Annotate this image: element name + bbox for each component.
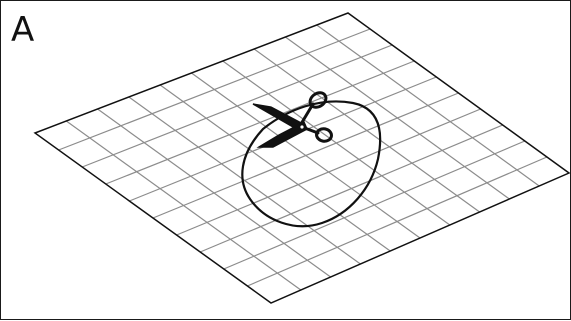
grid-line-v — [177, 109, 481, 235]
grid-line-u — [317, 25, 540, 186]
closed-cut-path — [242, 101, 380, 226]
plane-outline — [35, 13, 569, 303]
grid-line-v — [153, 93, 459, 218]
grid-lines — [59, 25, 547, 290]
scissors-pivot — [300, 125, 305, 130]
grid-line-u — [285, 37, 509, 199]
scissors-handle-lower — [316, 128, 333, 143]
grid-line-v — [224, 141, 525, 269]
tilted-plane-grid — [35, 13, 569, 303]
grid-line-v — [247, 157, 547, 286]
